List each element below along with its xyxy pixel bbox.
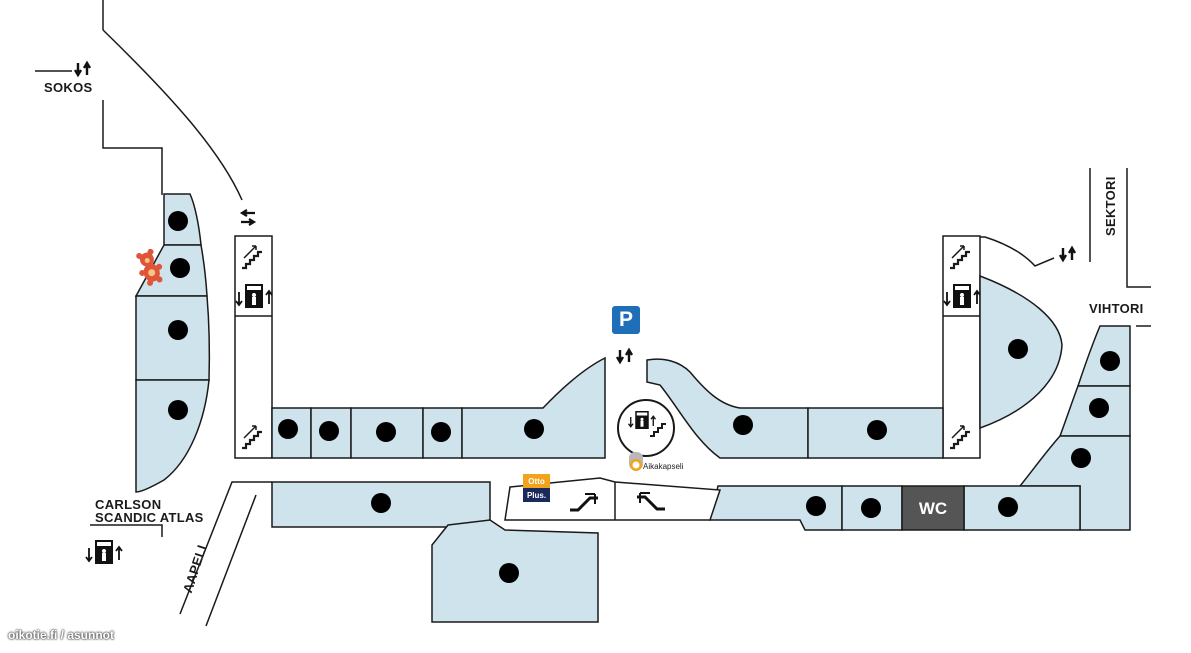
clock-icon (629, 452, 643, 471)
label-vihtori: VIHTORI (1089, 301, 1144, 316)
shop-unit-corridor-1[interactable] (271, 407, 312, 459)
elevator-icon (85, 539, 123, 565)
side-arrow-icon (239, 209, 257, 226)
shop-unit-corridor-5[interactable] (461, 356, 606, 459)
shop-unit-lower-right-4[interactable] (963, 485, 1081, 531)
atm-otto-badge: Otto (523, 474, 550, 488)
wall-lines (35, 0, 1151, 627)
escalator-icon (637, 492, 665, 511)
corridor-right-strip (942, 235, 981, 459)
two-way-arrow-icon (615, 348, 634, 364)
shop-unit-right-3[interactable] (1018, 435, 1131, 531)
label-aikakapseli: Aikakapseli (643, 462, 684, 471)
label-scandic-atlas: SCANDIC ATLAS (95, 510, 204, 525)
wc-block[interactable] (901, 485, 965, 531)
shop-dots (168, 211, 1120, 583)
shop-unit-corridor-6[interactable] (646, 358, 809, 459)
label-sokos: SOKOS (44, 80, 93, 95)
atm-plus-badge: Plus. (523, 488, 550, 502)
teddy-bear-icon (136, 248, 163, 286)
label-carlson: CARLSON (95, 497, 162, 512)
watermark: oikotie.fi / asunnot (8, 628, 115, 642)
shop-unit-left-4[interactable] (135, 379, 210, 493)
escalator-icon (570, 493, 598, 512)
two-way-arrow-icon (73, 61, 92, 77)
two-way-arrow-icon (1058, 246, 1077, 262)
central-elevator-icon (617, 399, 675, 457)
corridor-left-strip (234, 235, 273, 459)
parking-sign[interactable]: P (612, 306, 640, 334)
wc-label: WC (918, 498, 948, 518)
escalator-area (504, 477, 722, 521)
label-sektori: SEKTORI (1103, 176, 1118, 236)
